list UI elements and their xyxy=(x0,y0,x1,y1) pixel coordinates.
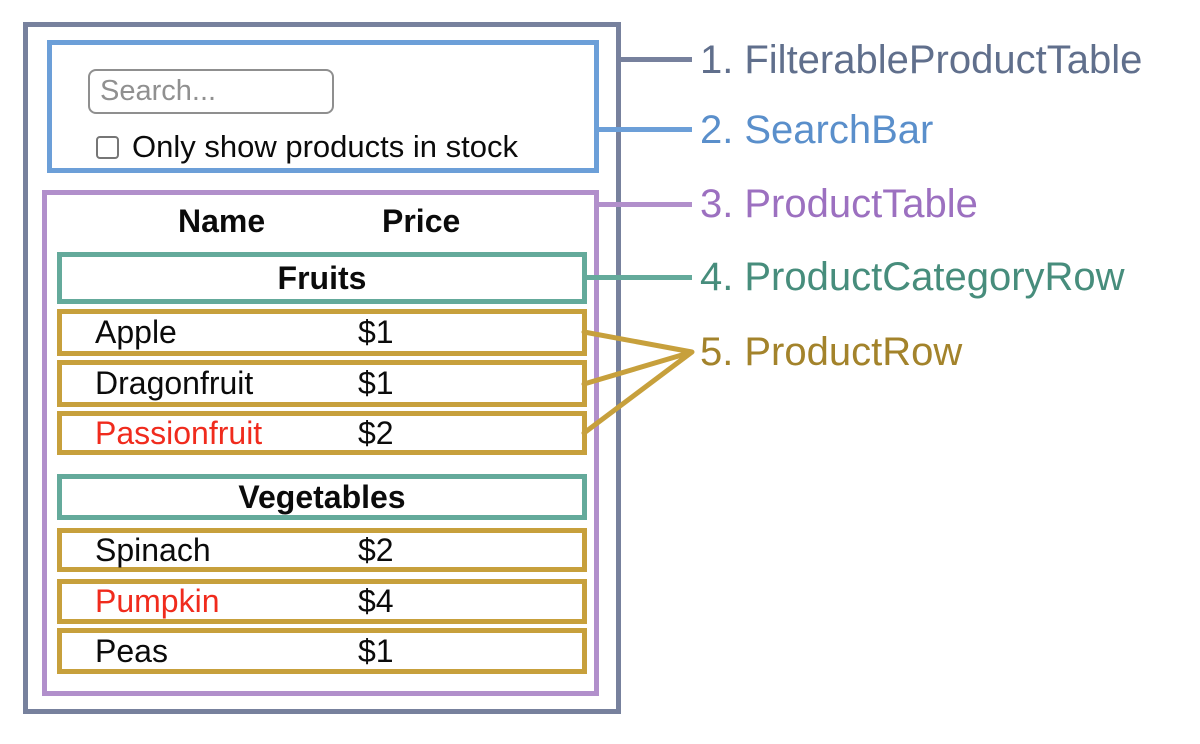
product-price: $1 xyxy=(358,365,394,401)
product-name: Apple xyxy=(95,314,177,350)
connector-line-product-category-row xyxy=(582,275,692,280)
product-price: $1 xyxy=(358,314,394,350)
legend-number: 1. xyxy=(700,38,734,82)
product-row-peas: Peas $1 xyxy=(57,628,587,674)
in-stock-checkbox[interactable] xyxy=(96,135,119,159)
legend-item-product-category-row: 4.ProductCategoryRow xyxy=(700,253,1125,301)
legend-number: 5. xyxy=(700,330,734,374)
name-column-header: Name xyxy=(178,203,266,239)
legend-number: 4. xyxy=(700,255,734,299)
product-name: Passionfruit xyxy=(95,414,263,451)
legend-label: ProductTable xyxy=(744,182,978,226)
category-label: Vegetables xyxy=(238,478,406,515)
search-input[interactable] xyxy=(88,69,334,114)
category-label: Fruits xyxy=(277,259,367,296)
legend-number: 2. xyxy=(700,108,734,152)
connector-line-search-bar xyxy=(594,127,692,132)
legend-label: SearchBar xyxy=(744,108,934,152)
product-row-spinach: Spinach $2 xyxy=(57,528,587,572)
filterable-product-table-box xyxy=(23,22,621,714)
legend-item-product-table: 3.ProductTable xyxy=(700,180,978,228)
category-row-fruits: Fruits xyxy=(57,252,587,304)
product-row-dragonfruit: Dragonfruit $1 xyxy=(57,360,587,407)
product-name: Peas xyxy=(95,632,168,669)
legend-label: ProductCategoryRow xyxy=(744,255,1125,299)
legend-item-search-bar: 2.SearchBar xyxy=(700,106,933,154)
product-row-apple: Apple $1 xyxy=(57,309,587,356)
product-table-box xyxy=(42,190,599,696)
product-price: $2 xyxy=(358,531,394,568)
in-stock-checkbox-label: Only show products in stock xyxy=(132,129,518,164)
search-bar-box xyxy=(47,40,599,173)
product-price: $2 xyxy=(358,414,394,451)
legend-label: ProductRow xyxy=(744,330,963,374)
legend-item-filterable-product-table: 1.FilterableProductTable xyxy=(700,36,1142,84)
product-price: $4 xyxy=(358,583,394,619)
connector-line-product-table xyxy=(594,202,692,207)
category-row-vegetables: Vegetables xyxy=(57,474,587,520)
product-row-passionfruit: Passionfruit $2 xyxy=(57,411,587,455)
price-column-header: Price xyxy=(382,203,461,239)
in-stock-filter-row[interactable]: Only show products in stock xyxy=(96,129,518,165)
legend-item-product-row: 5.ProductRow xyxy=(700,328,962,376)
product-name: Spinach xyxy=(95,531,211,568)
product-price: $1 xyxy=(358,632,394,669)
legend-number: 3. xyxy=(700,182,734,226)
connector-line-filterable-product-table xyxy=(619,57,692,62)
product-name: Pumpkin xyxy=(95,583,220,619)
product-row-pumpkin: Pumpkin $4 xyxy=(57,579,587,624)
product-row-converging-arrow xyxy=(581,329,695,436)
product-name: Dragonfruit xyxy=(95,365,254,401)
legend-label: FilterableProductTable xyxy=(744,38,1143,82)
